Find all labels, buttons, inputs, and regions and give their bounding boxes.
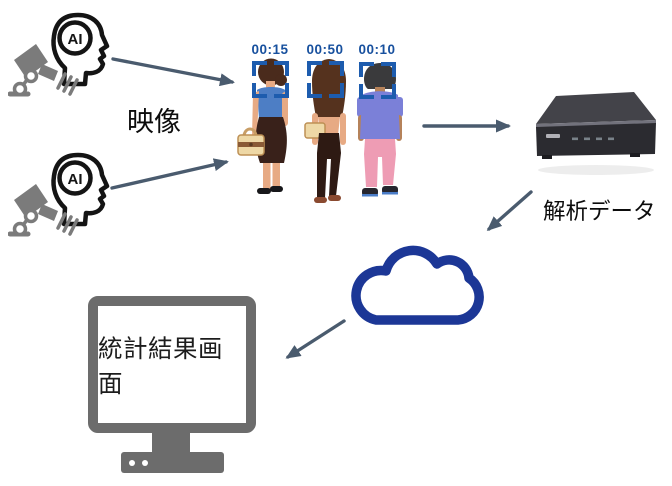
monitor-stand-neck: [152, 432, 190, 454]
ai-camera-2: AI: [8, 152, 110, 237]
arrow-camera1-to-people: [111, 57, 235, 87]
ai-head-icon: AI: [51, 152, 110, 227]
detection-bracket-3: [359, 62, 396, 99]
arrow-cloud-to-monitor: [285, 319, 346, 359]
person-3-man: [357, 63, 403, 197]
handbag-handle: [242, 127, 258, 136]
detection-timestamp-1: 00:15: [251, 42, 289, 57]
ai-badge-text: AI: [68, 171, 83, 188]
ai-camera-1: AI: [8, 12, 110, 97]
ai-head-icon: AI: [51, 12, 110, 87]
ai-badge-text: AI: [68, 31, 83, 48]
detection-timestamp-3: 00:10: [358, 42, 396, 57]
monitor-stand-base: [121, 452, 224, 473]
monitor-screen: 統計結果画面: [88, 296, 256, 433]
recorder-logo-mark: [546, 134, 560, 138]
person-2-woman-jumpsuit: [304, 59, 346, 203]
arrow-camera2-to-people: [110, 158, 229, 190]
recorder-device: [536, 92, 656, 175]
recorder-indicator-leds: [572, 137, 614, 141]
detection-timestamp-2: 00:50: [306, 42, 344, 57]
arrow-recorder-to-cloud: [486, 190, 533, 231]
video-label: 映像: [127, 107, 181, 137]
cloud-icon: [351, 245, 484, 325]
cctv-camera-icon: [8, 184, 79, 237]
detection-bracket-2: [307, 61, 344, 98]
detection-bracket-1: [252, 61, 289, 98]
analysis-data-label: 解析データ: [543, 199, 656, 224]
stats-screen-label: 統計結果画面: [98, 335, 223, 398]
cctv-camera-icon: [8, 44, 79, 97]
